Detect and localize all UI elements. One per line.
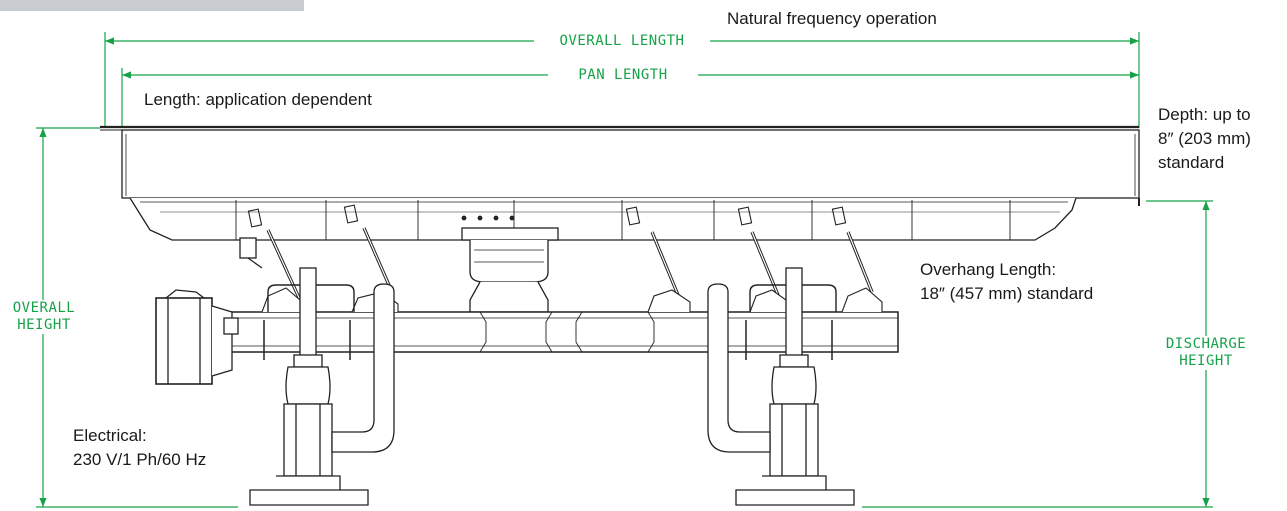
discharge-height-label-line-1: DISCHARGE: [1154, 336, 1258, 353]
electrical-note-line-1: Electrical:: [73, 426, 147, 445]
overhang-note-line-2: 18″ (457 mm) standard: [920, 284, 1094, 303]
overall-height-label: OVERALL HEIGHT: [0, 300, 88, 334]
header-tab: [0, 0, 304, 11]
overall-height-label-line-2: HEIGHT: [0, 317, 88, 334]
diagram-title: Natural frequency operation: [727, 9, 937, 28]
electrical-note-line-2: 230 V/1 Ph/60 Hz: [73, 450, 207, 469]
overhang-note-line-1: Overhang Length:: [920, 260, 1057, 279]
right-stand: [707, 267, 855, 506]
discharge-height-label-line-2: HEIGHT: [1154, 353, 1258, 370]
depth-note-line-2: 8″ (203 mm): [1158, 129, 1251, 148]
overall-length-label: OVERALL LENGTH: [534, 33, 710, 50]
left-stand: [249, 267, 395, 506]
pan-length-label: PAN LENGTH: [548, 67, 698, 84]
discharge-height-label: DISCHARGE HEIGHT: [1154, 336, 1258, 370]
overhang-note: Overhang Length: 18″ (457 mm) standard: [920, 258, 1093, 306]
feeder-body: [100, 125, 1140, 506]
depth-note: Depth: up to 8″ (203 mm) standard: [1158, 103, 1251, 175]
electrical-note: Electrical: 230 V/1 Ph/60 Hz: [73, 424, 206, 472]
depth-note-line-1: Depth: up to: [1158, 105, 1251, 124]
length-note: Length: application dependent: [144, 90, 372, 109]
depth-note-line-3: standard: [1158, 153, 1225, 172]
overall-height-label-line-1: OVERALL: [0, 300, 88, 317]
